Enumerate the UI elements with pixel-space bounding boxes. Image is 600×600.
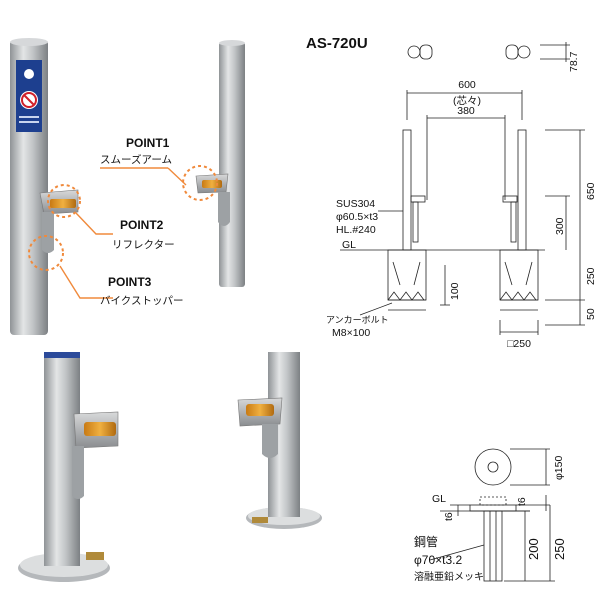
- point2-subtitle: リフレクター: [112, 239, 175, 251]
- model-title: AS-720U: [306, 35, 368, 52]
- gl-label: GL: [342, 239, 356, 251]
- material-line-2: φ60.5×t3: [336, 211, 378, 223]
- anchor-bolt-size: M8×100: [332, 327, 370, 339]
- point1-leader: [167, 167, 187, 186]
- footing-dia: φ150: [553, 456, 565, 480]
- point1-highlight: [182, 165, 218, 201]
- point1-subtitle: スムーズアーム: [100, 153, 172, 166]
- dim-300: 300: [554, 217, 566, 235]
- pipe-finish: 溶融亜鉛メッキ: [414, 570, 484, 583]
- footing-t-left: t6: [443, 512, 455, 521]
- dim-380: 380: [457, 105, 475, 117]
- dim-base-width: □250: [507, 338, 531, 350]
- point3-subtitle: バイクストッパー: [100, 295, 183, 307]
- anchor-bolt-label: アンカーボルト: [326, 315, 389, 325]
- point2-highlight: [47, 184, 81, 218]
- point2-title: POINT2: [120, 218, 164, 232]
- footing-h250: 250: [552, 538, 567, 560]
- material-line-1: SUS304: [336, 198, 375, 210]
- footing-gl: GL: [432, 493, 446, 505]
- dim-center-label: (芯々): [453, 94, 481, 107]
- point3-highlight: [28, 235, 64, 271]
- point3-title: POINT3: [108, 275, 152, 289]
- pipe-size: φ70×t3.2: [414, 553, 462, 567]
- dim-250-ground: 250: [585, 267, 597, 285]
- dim-100-anchor: 100: [449, 282, 461, 300]
- dim-78-7: 78.7: [568, 51, 580, 72]
- point3-leader: [59, 265, 113, 299]
- footing-detail: [429, 448, 555, 582]
- footing-h200: 200: [526, 538, 541, 560]
- elevation-drawing: [340, 42, 585, 335]
- arm-reflector: [39, 189, 79, 253]
- photo-bollard-base-left: [18, 352, 119, 582]
- photo-bollard-front: [10, 38, 113, 335]
- photo-bollard-side: [182, 40, 245, 287]
- point2-leader: [75, 212, 113, 235]
- dim-600: 600: [458, 79, 476, 91]
- footing-t-top: t6: [516, 497, 528, 506]
- no-parking-sign-icon: [16, 60, 42, 132]
- dim-50: 50: [585, 308, 597, 320]
- material-line-3: HL.#240: [336, 224, 376, 236]
- point1-title: POINT1: [126, 136, 170, 150]
- dim-650: 650: [585, 182, 597, 200]
- photo-bollard-base-right: [237, 352, 322, 529]
- pipe-label: 鋼管: [414, 534, 438, 549]
